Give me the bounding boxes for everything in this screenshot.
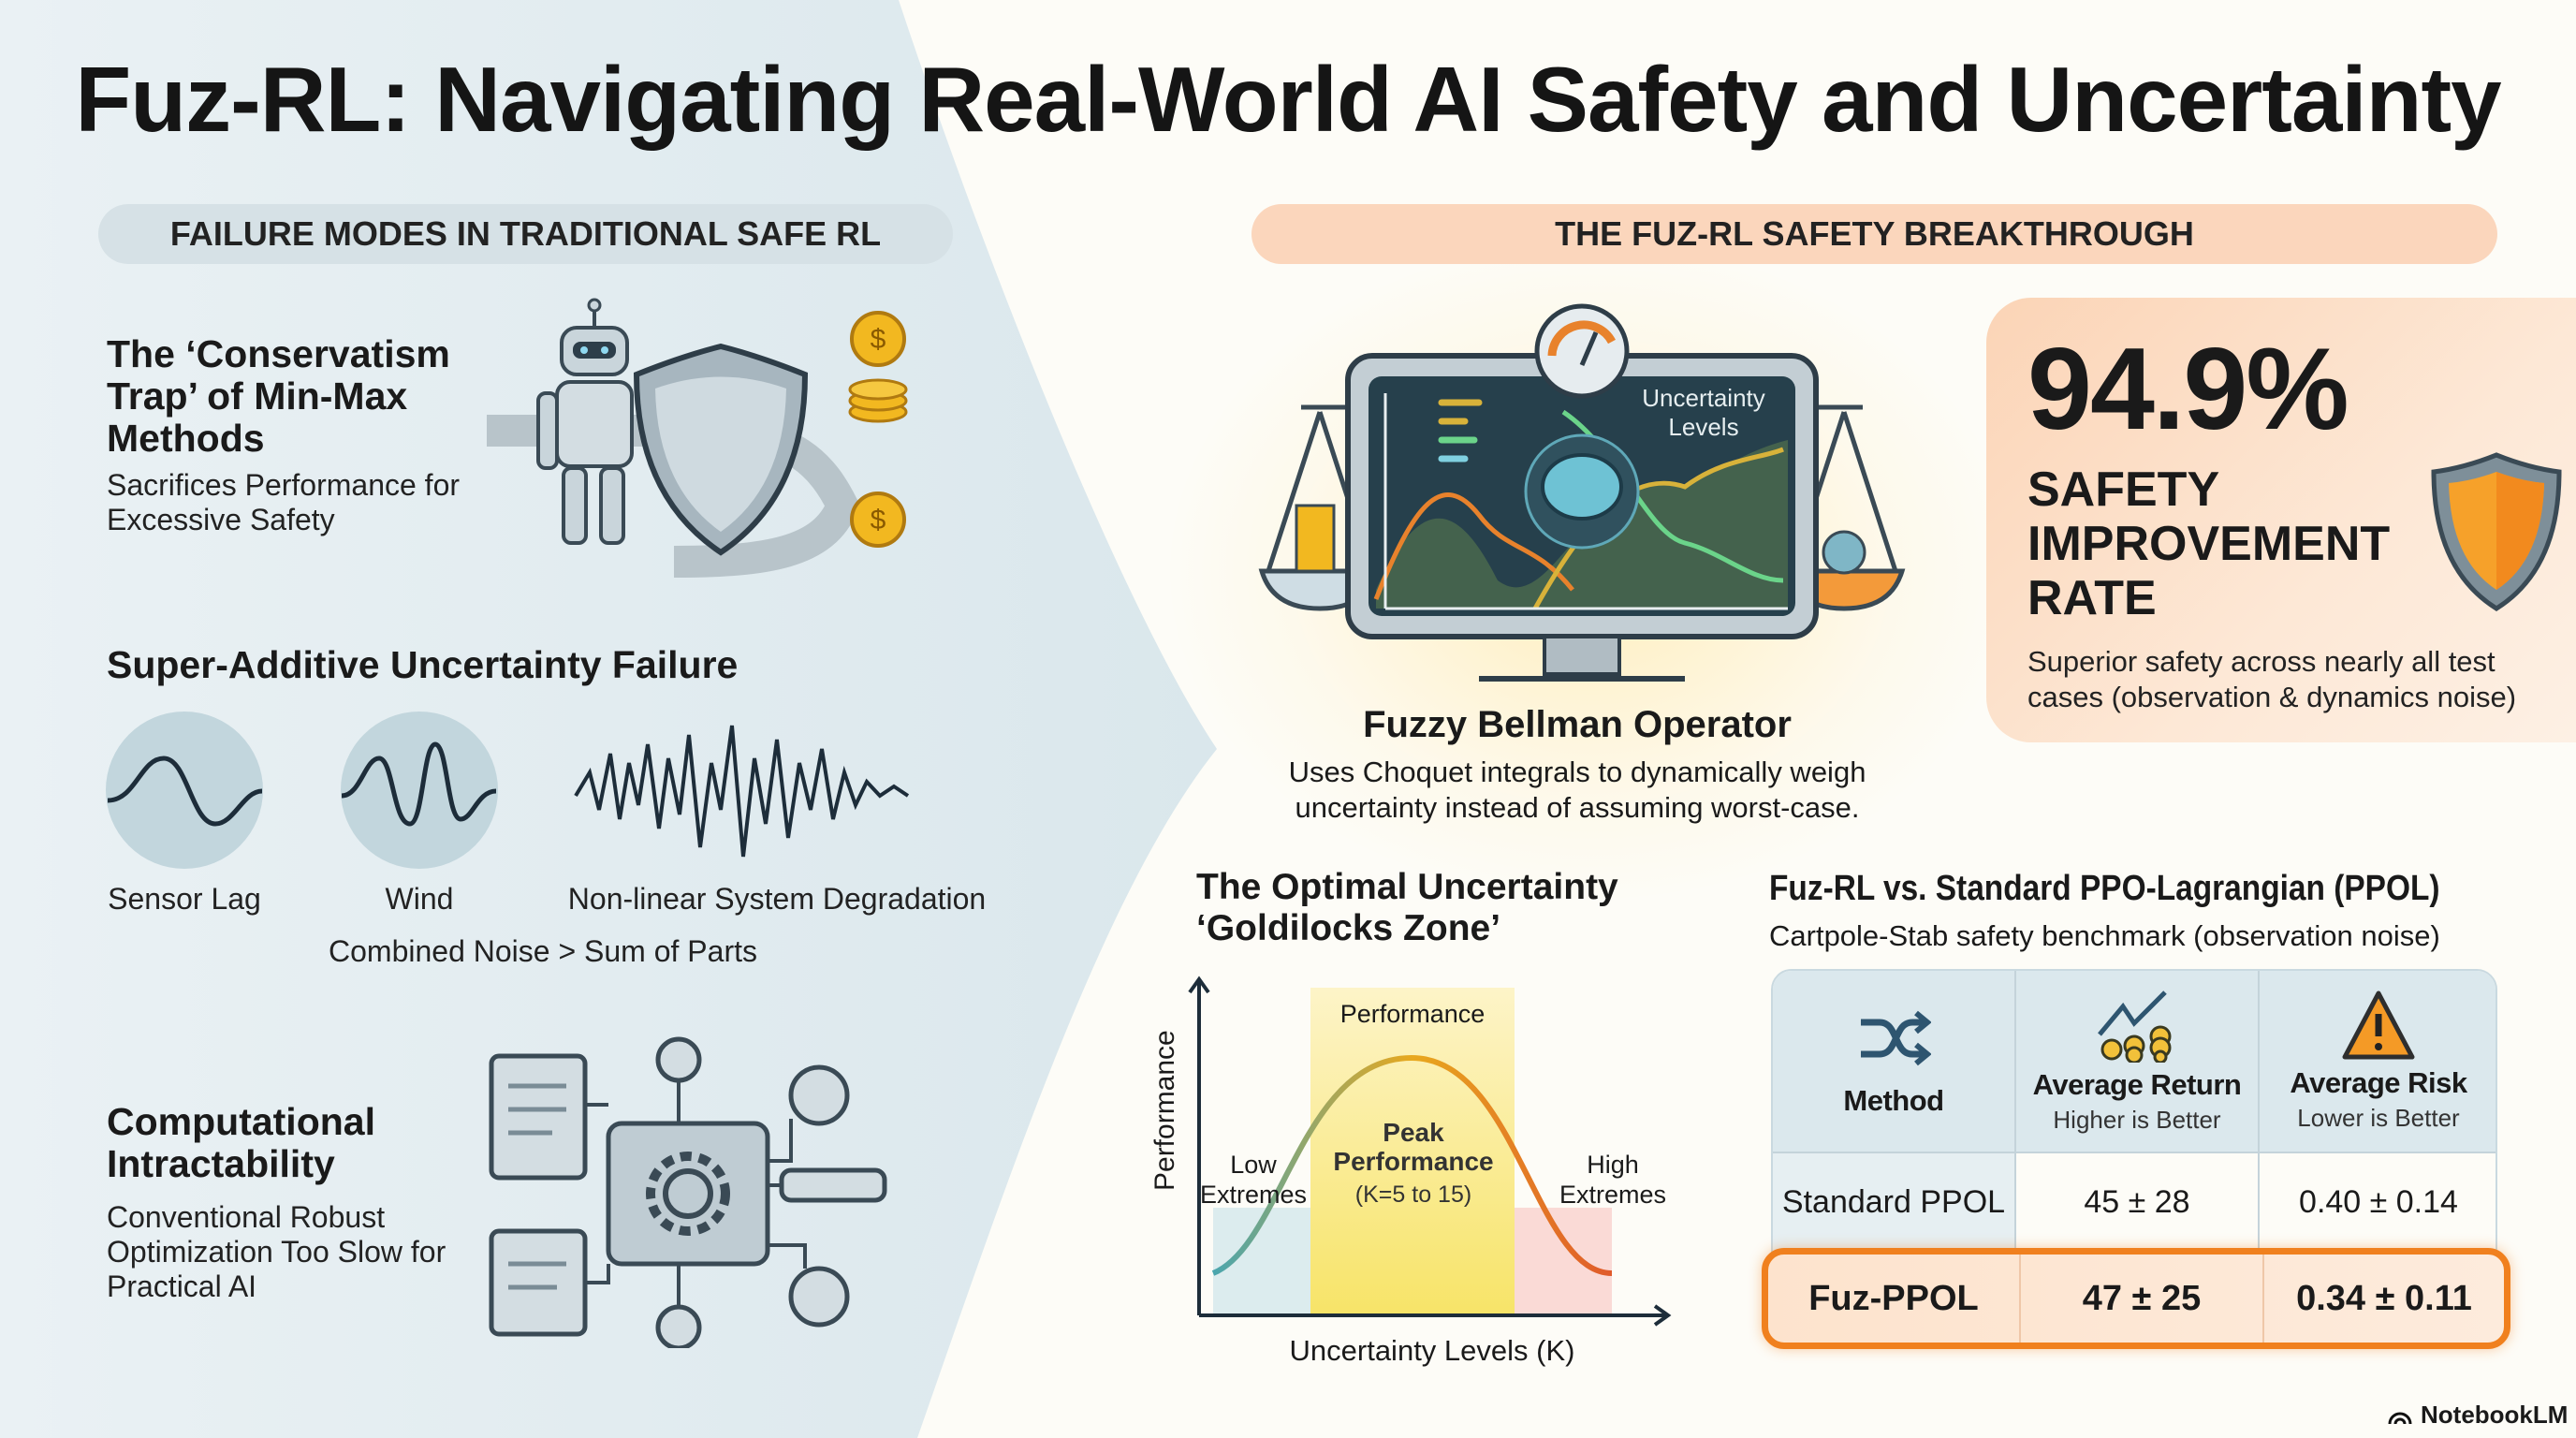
svg-text:$: $: [871, 324, 886, 355]
highlighted-row-fuz-ppol: Fuz-PPOL 47 ± 25 0.34 ± 0.11: [1762, 1248, 2510, 1349]
conservatism-desc: Sacrifices Performance for Excessive Saf…: [107, 468, 461, 536]
comparison-table: Method Average Return Higher is Better A…: [1762, 969, 2510, 1349]
zone-top-label: Performance: [1339, 1000, 1486, 1028]
comparison-title: Fuz-RL vs. Standard PPO-Lagrangian (PPOL…: [1769, 869, 2440, 908]
notebooklm-branding: NotebookLM: [2387, 1401, 2568, 1430]
combined-noise-summary: Combined Noise > Sum of Parts: [329, 934, 757, 968]
rising-coins-icon: [2098, 990, 2172, 1063]
header-average-return: Average Return Higher is Better: [2016, 971, 2258, 1152]
gauge-icon: [1534, 303, 1630, 399]
bellman-heading: Fuzzy Bellman Operator: [1363, 704, 1792, 745]
safety-stat-card: 94.9% SAFETY IMPROVEMENT RATE Superior s…: [1986, 298, 2576, 742]
low-extremes-label: Low Extremes: [1199, 1151, 1308, 1209]
shield-icon: [2431, 452, 2562, 611]
uncertainty-levels-label: Uncertainty Levels: [1642, 384, 1765, 441]
shuffle-icon: [1861, 1010, 1931, 1065]
safety-stat-value: 94.9%: [2027, 325, 2349, 454]
row-standard-ppol-return: 45 ± 28: [2084, 1184, 2190, 1220]
coin-icons: $ $: [848, 311, 908, 548]
degradation-wave-icon: [574, 725, 910, 858]
warning-icon: [2342, 990, 2415, 1060]
row-standard-ppol-method: Standard PPOL: [1781, 1184, 2006, 1220]
header-average-risk: Average Risk Lower is Better: [2260, 971, 2497, 1152]
noise-label-wind: Wind: [385, 882, 454, 916]
gear-icon: [646, 1152, 730, 1236]
noise-waveforms: [106, 712, 910, 869]
performance-curve: [1211, 1054, 1613, 1276]
section-label-failure-modes: FAILURE MODES IN TRADITIONAL SAFE RL: [98, 204, 953, 264]
computational-heading: Computational Intractability: [107, 1100, 375, 1185]
row-fuz-ppol-return: 47 ± 25: [2082, 1278, 2202, 1318]
peak-zone: [1310, 988, 1515, 1315]
computational-desc: Conventional Robust Optimization Too Slo…: [107, 1200, 446, 1303]
safety-stat-label: SAFETY IMPROVEMENT RATE: [2027, 462, 2391, 625]
noise-label-sensor-lag: Sensor Lag: [108, 882, 261, 916]
safety-stat-desc: Superior safety across nearly all test c…: [2027, 645, 2517, 713]
high-extremes-zone: [1515, 1208, 1612, 1315]
left-panel-background: [0, 0, 1217, 1438]
fuzzy-bellman-monitor-illustration: [1258, 303, 1906, 682]
notebooklm-logo-icon: [2388, 1412, 2412, 1424]
bellman-desc: Uses Choquet integrals to dynamically we…: [1288, 756, 1866, 824]
conservatism-heading: The ‘Conservatism Trap’ of Min-Max Metho…: [107, 332, 450, 460]
goldilocks-chart: [1188, 976, 1672, 1327]
super-additive-heading: Super-Additive Uncertainty Failure: [107, 643, 739, 686]
brain-icon: [1541, 453, 1623, 521]
robot-icon: [536, 298, 634, 545]
svg-text:$: $: [871, 505, 886, 536]
header-method: Method: [1773, 971, 2014, 1152]
noise-label-degradation: Non-linear System Degradation: [567, 882, 987, 916]
peak-range-label: (K=5 to 15): [1354, 1181, 1472, 1208]
wind-wave-icon: [341, 712, 498, 869]
chart-y-axis-label: Performance: [1149, 1030, 1180, 1191]
chart-x-axis-label: Uncertainty Levels (K): [1289, 1334, 1575, 1367]
goldilocks-title: The Optimal Uncertainty ‘Goldilocks Zone…: [1196, 867, 1618, 948]
row-fuz-ppol-risk: 0.34 ± 0.11: [2296, 1278, 2472, 1318]
robot-shield-illustration: $ $: [487, 298, 908, 578]
sensor-lag-wave-icon: [106, 712, 263, 869]
row-standard-ppol-risk: 0.40 ± 0.14: [2299, 1184, 2458, 1220]
complex-system-diagram: [489, 1036, 887, 1348]
page-title: Fuz-RL: Navigating Real-World AI Safety …: [75, 48, 2501, 151]
comparison-subtitle: Cartpole-Stab safety benchmark (observat…: [1769, 919, 2440, 952]
peak-performance-label: Peak Performance: [1333, 1118, 1494, 1176]
high-extremes-label: High Extremes: [1559, 1151, 1667, 1209]
section-label-breakthrough: THE FUZ-RL SAFETY BREAKTHROUGH: [1251, 204, 2497, 264]
row-fuz-ppol-method: Fuz-PPOL: [1808, 1278, 1979, 1318]
